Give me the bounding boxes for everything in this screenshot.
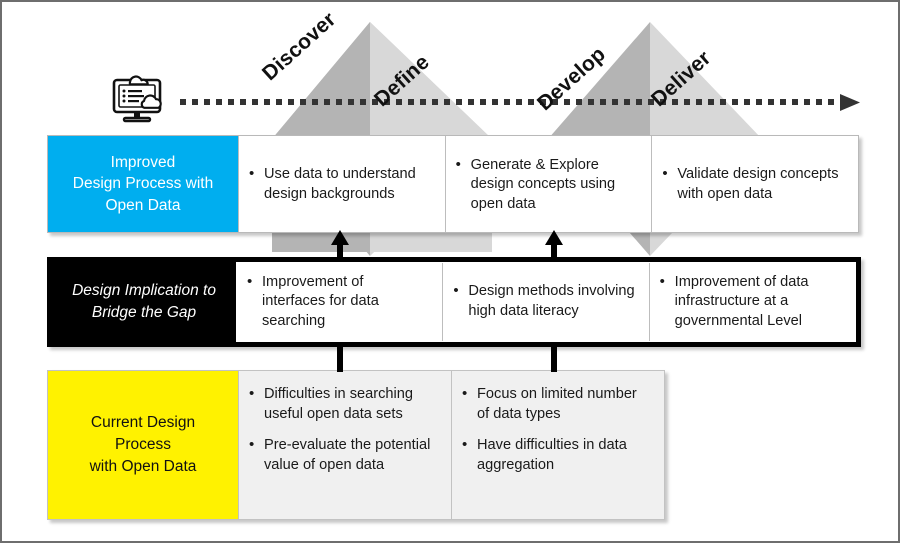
row-current-label-line-2: Process — [115, 436, 171, 454]
bullet-item: Focus on limited number of data types — [462, 384, 652, 424]
connector-bar-right — [551, 346, 557, 372]
connector-bar-left — [337, 346, 343, 372]
row-current-label-line-1: Current Design — [90, 414, 196, 432]
open-data-monitor-icon — [112, 75, 162, 123]
bullet-item: Pre-evaluate the potential value of open… — [249, 435, 439, 475]
row-implication-label-line-1: Design Implication to — [72, 282, 216, 300]
row-implication-cells: Improvement of interfaces for data searc… — [236, 262, 856, 342]
row-current-label-line-3: with Open Data — [89, 457, 197, 475]
cell-implication-methods: Design methods involving high data liter… — [442, 263, 649, 341]
timeline-arrowhead — [840, 94, 860, 111]
row-current-cells: Difficulties in searching useful open da… — [238, 371, 664, 519]
bullet-item: Have difficulties in data aggregation — [462, 435, 652, 475]
cell-improved-deliver: Validate design concepts with open data — [651, 136, 859, 232]
bullet-item: Use data to understand design background… — [249, 164, 433, 204]
bullet-item: Improvement of interfaces for data searc… — [247, 272, 430, 332]
cell-improved-discover: Use data to understand design background… — [238, 136, 445, 232]
bullet-item: Improvement of data infrastructure at a … — [660, 272, 843, 332]
row-implication-label-line-2: Bridge the Gap — [91, 304, 197, 321]
cell-implication-interfaces: Improvement of interfaces for data searc… — [237, 263, 443, 341]
row-improved-label-line-2: Design Process with — [72, 175, 214, 193]
bullet-item: Generate & Explore design concepts using… — [456, 155, 640, 215]
cell-current-datatypes: Focus on limited number of data types Ha… — [451, 371, 664, 519]
cell-implication-infrastructure: Improvement of data infrastructure at a … — [648, 263, 855, 341]
bullet-item: Difficulties in searching useful open da… — [249, 384, 439, 424]
cell-current-searching: Difficulties in searching useful open da… — [238, 371, 451, 519]
row-design-implication: Design Implication to Bridge the Gap Imp… — [47, 257, 861, 347]
bullet-item: Validate design concepts with open data — [662, 164, 846, 204]
row-improved-label: Improved Design Process with Open Data — [48, 136, 238, 232]
cell-improved-define-develop: Generate & Explore design concepts using… — [444, 136, 652, 232]
row-current-design-process: Current Design Process with Open Data Di… — [47, 370, 665, 520]
bullet-item: Design methods involving high data liter… — [453, 281, 636, 321]
row-improved-label-line-3: Open Data — [105, 196, 181, 214]
row-implication-label: Design Implication to Bridge the Gap — [52, 262, 236, 342]
row-improved-design-process: Improved Design Process with Open Data U… — [47, 135, 859, 233]
row-improved-cells: Use data to understand design background… — [238, 136, 859, 232]
row-improved-label-line-1: Improved — [110, 153, 176, 171]
row-current-label: Current Design Process with Open Data — [48, 371, 238, 519]
